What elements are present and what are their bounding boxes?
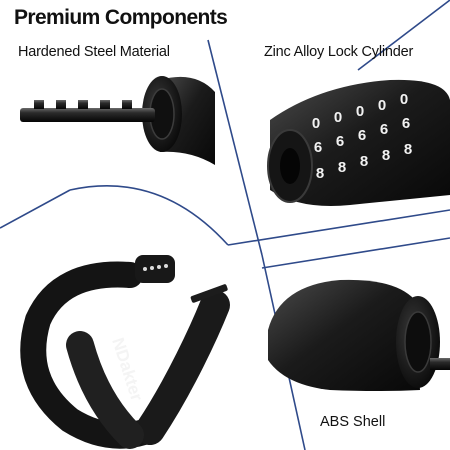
combination-cylinder-closeup: 0 0 0 0 0 6 6 6 6 6 8 8 8 8 8 bbox=[267, 79, 450, 206]
abs-shell-closeup bbox=[268, 279, 450, 391]
chain-lock-dial-body bbox=[135, 255, 175, 283]
dial-2-bottom: 8 bbox=[338, 159, 346, 176]
abs-shell-body bbox=[268, 279, 420, 391]
dial-1-top: 0 bbox=[312, 115, 320, 132]
label-abs-shell: ABS Shell bbox=[320, 414, 386, 430]
abs-shell-rod bbox=[430, 358, 450, 370]
steel-rod bbox=[20, 108, 155, 122]
chain-sleeve-inner bbox=[66, 331, 144, 449]
divider-arc-left bbox=[0, 189, 71, 229]
chain-lock-shackle bbox=[190, 284, 228, 303]
dial-3-top: 0 bbox=[356, 103, 364, 120]
divider-horizontal-right bbox=[227, 209, 450, 246]
dial-4-bottom: 8 bbox=[382, 147, 390, 164]
dial-5-mid: 6 bbox=[402, 115, 410, 132]
label-hardened-steel: Hardened Steel Material bbox=[18, 44, 170, 60]
dial-1-mid: 6 bbox=[314, 139, 322, 156]
label-zinc-alloy-cylinder: Zinc Alloy Lock Cylinder bbox=[264, 44, 414, 60]
chain-lock-dial-digits bbox=[143, 264, 168, 271]
rod-teeth bbox=[34, 100, 132, 109]
dial-3-bottom: 8 bbox=[360, 153, 368, 170]
chain-lock-product: NDakter bbox=[20, 255, 230, 449]
dial-5-bottom: 8 bbox=[404, 141, 412, 158]
chain-sleeve-loop bbox=[20, 261, 163, 449]
dial-2-mid: 6 bbox=[336, 133, 344, 150]
dial-5-top: 0 bbox=[400, 91, 408, 108]
divider-arc bbox=[69, 184, 229, 246]
steel-shackle-closeup bbox=[20, 76, 215, 165]
lock-body-top-right bbox=[270, 79, 450, 206]
dial-4-mid: 6 bbox=[380, 121, 388, 138]
dial-3-mid: 6 bbox=[358, 127, 366, 144]
dial-4-top: 0 bbox=[378, 97, 386, 114]
combination-dials: 0 0 0 0 0 6 6 6 6 6 8 8 8 8 8 bbox=[312, 91, 412, 182]
divider-vertical-upper bbox=[207, 39, 263, 256]
chain-sleeve-front bbox=[135, 290, 230, 445]
page-title: Premium Components bbox=[14, 6, 228, 29]
dial-2-top: 0 bbox=[334, 109, 342, 126]
dial-1-bottom: 8 bbox=[316, 165, 324, 182]
divider-horizontal-right-2 bbox=[261, 237, 450, 269]
divider-top-right bbox=[357, 0, 450, 71]
